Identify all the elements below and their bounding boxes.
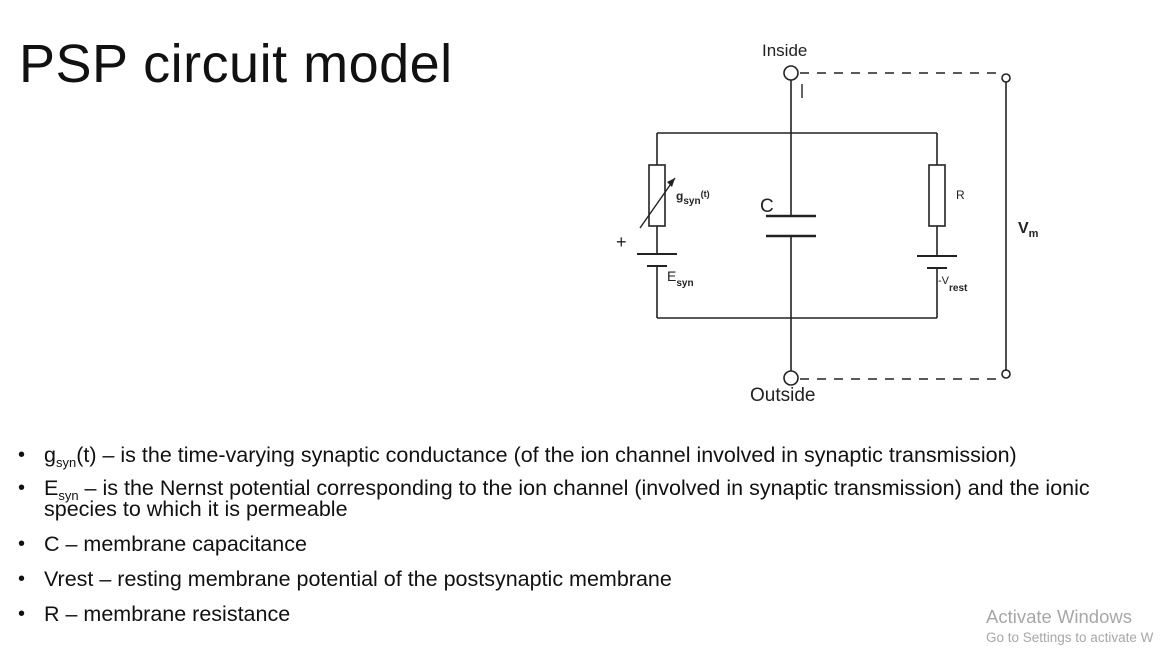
activation-watermark: Activate Windows Go to Settings to activ… bbox=[986, 606, 1153, 645]
outside-label: Outside bbox=[750, 385, 815, 406]
esyn-sub: syn bbox=[676, 278, 693, 289]
slide-title: PSP circuit model bbox=[19, 34, 453, 94]
plus-label: + bbox=[616, 232, 627, 252]
bullet-dot: • bbox=[18, 444, 26, 466]
gsyn-suffix: (t) bbox=[701, 189, 710, 199]
vm-symbol: V bbox=[1018, 220, 1029, 237]
membrane-resistor bbox=[928, 164, 946, 227]
bullet-dot: • bbox=[18, 603, 26, 625]
bullet-dot: • bbox=[18, 568, 26, 590]
svg-text:Vm: Vm bbox=[1018, 220, 1039, 240]
svg-text:gsyn(t): gsyn(t) bbox=[676, 189, 710, 207]
gsyn-symbol: g bbox=[676, 189, 683, 203]
bullet-dot: • bbox=[18, 477, 26, 499]
circuit-diagram: Inside Outside I C R + gsyn(t) Esyn -Vre… bbox=[616, 41, 1039, 406]
svg-text:Esyn: Esyn bbox=[667, 268, 694, 289]
bullet-dot: • bbox=[18, 533, 26, 555]
watermark-title: Activate Windows bbox=[986, 606, 1132, 627]
vm-sub: m bbox=[1029, 228, 1039, 240]
bullet-esyn: •Esyn – is the Nernst potential correspo… bbox=[18, 476, 1090, 521]
inside-terminal bbox=[783, 65, 799, 81]
vrest-symbol: -V bbox=[938, 275, 950, 287]
vrest-sub: rest bbox=[949, 283, 968, 294]
svg-text:-Vrest: -Vrest bbox=[938, 275, 968, 294]
bullet-capacitance: •C – membrane capacitance bbox=[18, 532, 307, 556]
bullet-resistance: •R – membrane resistance bbox=[18, 602, 291, 626]
resistor-label: R bbox=[956, 188, 965, 202]
definition-list: •gsyn(t) – is the time-varying synaptic … bbox=[18, 443, 1158, 637]
bullet-gsyn: •gsyn(t) – is the time-varying synaptic … bbox=[18, 443, 1017, 470]
watermark-subtitle: Go to Settings to activate W bbox=[986, 630, 1154, 645]
inside-label: Inside bbox=[762, 41, 807, 60]
gsyn-sub: syn bbox=[683, 196, 700, 207]
esyn-symbol: E bbox=[667, 268, 676, 284]
outside-terminal bbox=[783, 370, 799, 386]
bullet-vrest: •Vrest – resting membrane potential of t… bbox=[18, 567, 672, 591]
capacitor-label: C bbox=[760, 196, 774, 217]
